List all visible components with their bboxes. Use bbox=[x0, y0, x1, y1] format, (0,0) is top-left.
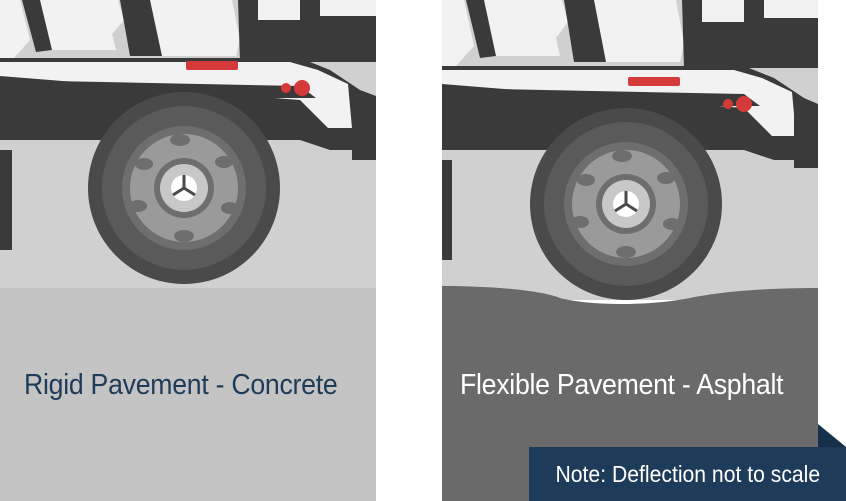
truck-upper-body-right bbox=[442, 0, 818, 68]
wheel-icon bbox=[88, 92, 280, 284]
truck-bumper-right bbox=[442, 70, 796, 136]
rigid-pavement-slab bbox=[0, 288, 376, 501]
note-fold bbox=[818, 424, 846, 447]
rigid-panel bbox=[0, 0, 376, 501]
rigid-pavement-label: Rigid Pavement - Concrete bbox=[24, 369, 338, 401]
hub-icon-right bbox=[613, 191, 639, 217]
truck-bumper bbox=[0, 62, 352, 128]
marker-light-right bbox=[628, 77, 680, 86]
scale-note: Note: Deflection not to scale bbox=[529, 447, 846, 501]
wheel-icon-right bbox=[530, 108, 722, 300]
tail-light-icon-right bbox=[723, 99, 733, 109]
flexible-panel bbox=[442, 0, 818, 501]
tail-light-icon bbox=[281, 83, 291, 93]
scale-note-text: Note: Deflection not to scale bbox=[555, 460, 820, 487]
truck-upper-body bbox=[0, 0, 376, 62]
marker-light bbox=[186, 61, 238, 70]
note-background bbox=[529, 447, 846, 501]
flexible-pavement-label: Flexible Pavement - Asphalt bbox=[460, 369, 784, 401]
hub-icon bbox=[171, 175, 197, 201]
